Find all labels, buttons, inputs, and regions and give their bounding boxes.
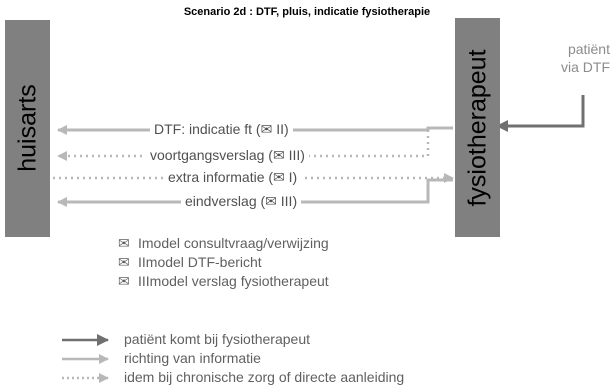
flow-label-eindverslag: eindverslag (✉ III): [181, 193, 302, 210]
flow-line-2: [57, 130, 430, 161]
envelope-key-2: ✉IImodel DTF-bericht: [118, 254, 262, 270]
flow-label-extra-informatie: extra informatie (✉ I): [164, 169, 302, 186]
huisarts-box: [5, 20, 50, 237]
legend-item-chronic: idem bij chronische zorg of directe aanl…: [124, 369, 405, 385]
legend-item-patient: patiënt komt bij fysiotherapeut: [124, 331, 310, 347]
patient-arrow: [496, 95, 585, 132]
fysiotherapeut-box: [455, 18, 500, 237]
envelope-key-1: ✉Imodel consultvraag/verwijzing: [118, 235, 329, 251]
envelope-icon: ✉: [118, 254, 130, 270]
flow-label-dtf-indicatie: DTF: indicatie ft (✉ II): [150, 121, 293, 138]
envelope-icon: ✉: [118, 273, 130, 289]
fysiotherapeut-label: fysiotherapeut: [463, 49, 492, 207]
flow-label-voortgangsverslag: voortgangsverslag (✉ III): [146, 147, 309, 164]
envelope-icon: ✉: [118, 235, 130, 251]
legend-item-information: richting van informatie: [124, 350, 261, 366]
huisarts-label: huisarts: [13, 84, 42, 172]
patient-via-dtf-note: patiënt via DTF: [561, 41, 610, 75]
envelope-key-3: ✉IIImodel verslag fysiotherapeut: [118, 273, 329, 289]
diagram-title: Scenario 2d : DTF, pluis, indicatie fysi…: [183, 6, 431, 18]
